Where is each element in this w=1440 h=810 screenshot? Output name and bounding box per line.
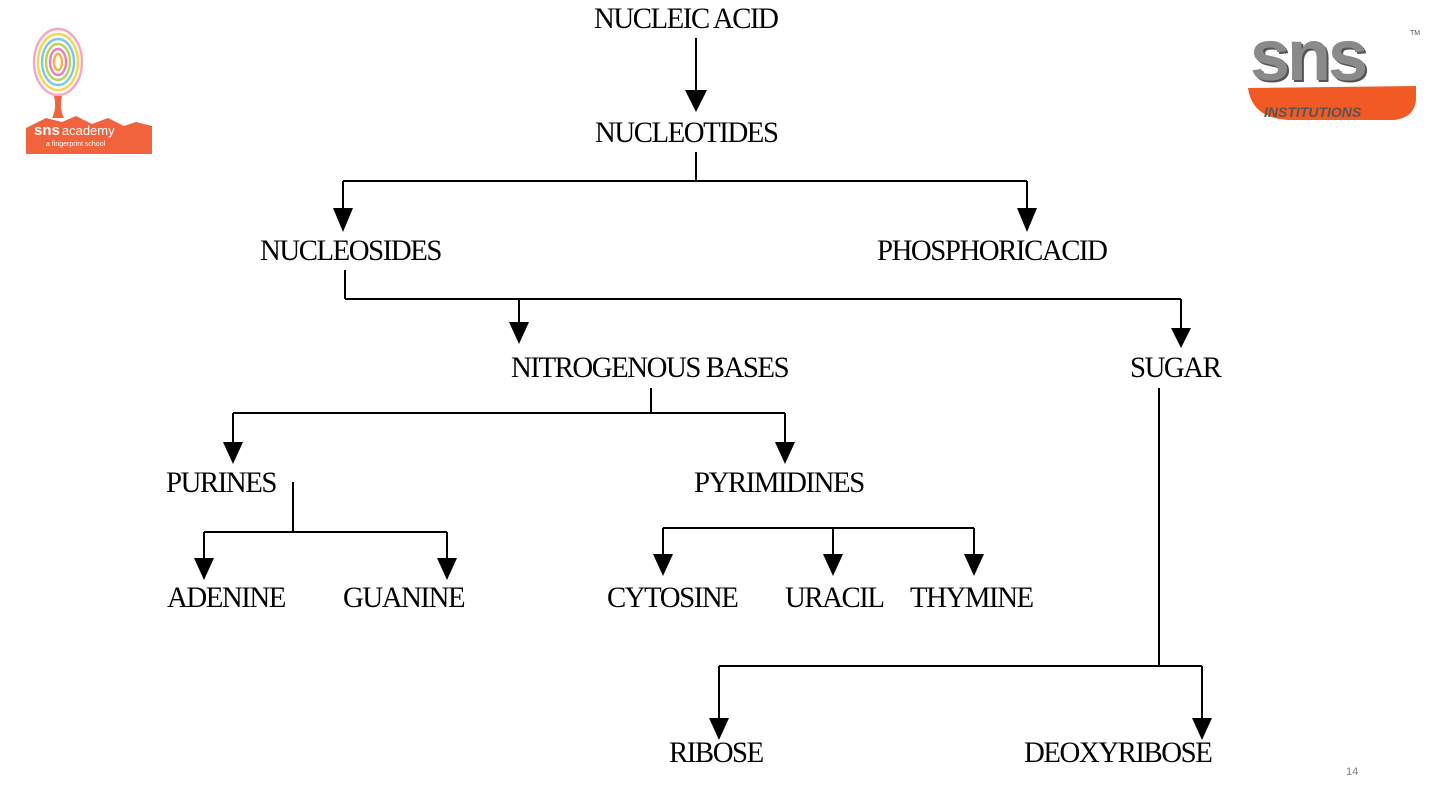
node-cytosine: CYTOSINE [607, 581, 739, 614]
arrow-nucleotides [685, 90, 707, 112]
institutions-name: INSTITUTIONS [1264, 104, 1362, 120]
arrow-nucleosides [333, 208, 353, 232]
trademark-mark: TM [1410, 30, 1421, 37]
page-number: 14 [1346, 766, 1359, 778]
node-thymine: THYMINE [910, 581, 1034, 614]
academy-brand: sns [34, 122, 60, 139]
arrow-adenine [194, 558, 214, 580]
arrow-cytosine [653, 554, 673, 576]
arrow-nitrogenous-bases [509, 322, 529, 344]
arrow-thymine [964, 554, 984, 576]
arrow-sugar [1171, 328, 1191, 348]
node-purines: PURINES [166, 466, 277, 499]
node-pyrimidines: PYRIMIDINES [694, 466, 865, 499]
institutions-brand: sns [1250, 16, 1368, 96]
arrow-pyrimidines [775, 442, 795, 464]
node-ribose: RIBOSE [669, 736, 764, 769]
node-phosphoric-acid: PHOSPHORICACID [877, 234, 1108, 267]
node-nucleotides: NUCLEOTIDES [595, 116, 779, 149]
arrow-purines [223, 442, 243, 464]
node-sugar: SUGAR [1130, 351, 1222, 384]
fingerprint-icon [26, 27, 152, 154]
node-nucleic-acid: NUCLEIC ACID [594, 2, 779, 35]
arrow-deoxyribose [1192, 718, 1212, 740]
arrow-uracil [823, 554, 843, 576]
academy-name: academy [61, 123, 115, 138]
sns-institutions-logo: sns INSTITUTIONS TM [1244, 20, 1421, 134]
node-nucleosides: NUCLEOSIDES [260, 234, 442, 267]
arrow-guanine [437, 558, 457, 580]
node-deoxyribose: DEOXYRIBOSE [1024, 736, 1213, 769]
node-adenine: ADENINE [167, 581, 286, 614]
arrow-ribose [709, 718, 729, 740]
node-guanine: GUANINE [343, 581, 466, 614]
node-nitrogenous-bases: NITROGENOUS BASES [511, 351, 790, 384]
institutions-logo-shape [1248, 86, 1416, 120]
arrow-phosphoric-acid [1017, 208, 1037, 232]
academy-tagline: a fingerprint school [46, 141, 106, 148]
node-uracil: URACIL [785, 581, 885, 614]
